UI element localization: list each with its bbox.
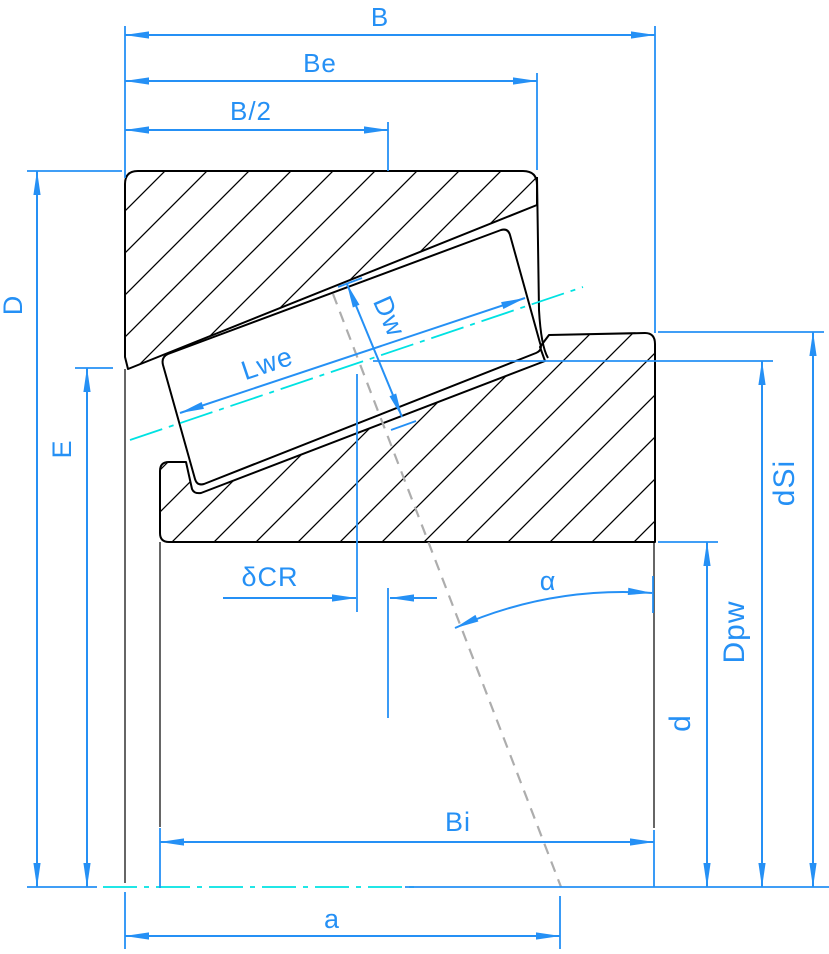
dim-arc-alpha — [454, 587, 653, 629]
tapered-roller — [161, 228, 542, 486]
label-alpha: α — [540, 566, 557, 596]
label-B2: B/2 — [230, 96, 272, 126]
label-Dpw: Dpw — [718, 600, 751, 663]
outer-ring-face-profile-line — [536, 176, 549, 359]
label-Lwe: Lwe — [237, 341, 296, 386]
dim-bore-diameter: d — [664, 541, 711, 888]
ext-roller-diameter-bottom — [390, 420, 417, 431]
label-E: E — [47, 439, 77, 458]
dim-pressure-center-distance: a — [124, 904, 561, 940]
label-Be: Be — [303, 48, 337, 78]
label-dCR: δCR — [241, 562, 298, 592]
label-D: D — [0, 295, 28, 316]
label-B: B — [371, 2, 389, 32]
dim-cup-small-inside-diameter: E — [47, 367, 91, 888]
dim-pitch-diameter: Dpw — [718, 360, 766, 888]
ext-roller-diameter-top — [337, 277, 363, 288]
dim-effective-width: Be — [124, 48, 538, 85]
dim-line-Dw — [346, 283, 403, 418]
dim-center-offset: δCR — [223, 562, 437, 602]
dim-outside-diameter: D — [0, 170, 41, 888]
dim-contact-angle: α — [454, 566, 653, 629]
label-Dw: Dw — [367, 292, 411, 342]
dim-inner-ring-width: Bi — [159, 807, 655, 846]
inner-ring-section — [159, 332, 656, 543]
dim-overall-width: B — [124, 2, 656, 39]
dim-inner-shoulder-diameter: dSi — [768, 331, 817, 888]
label-Bi: Bi — [445, 807, 471, 837]
outer-ring-section — [124, 170, 538, 370]
dim-half-width: B/2 — [124, 96, 389, 134]
label-a: a — [324, 904, 340, 934]
bearing-section — [124, 170, 656, 883]
label-dSi: dSi — [768, 460, 801, 506]
label-d: d — [664, 714, 697, 732]
